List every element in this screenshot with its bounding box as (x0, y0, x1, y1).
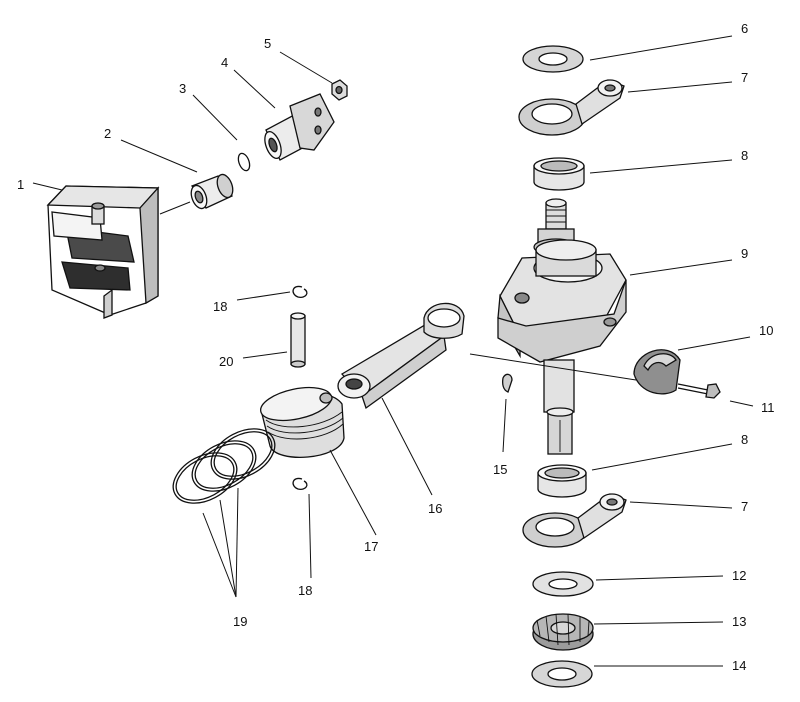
part-sleeve-bearing-lower (537, 464, 587, 498)
callout-14: 14 (732, 658, 746, 673)
callout-3: 3 (179, 81, 186, 96)
part-rod-cap (633, 349, 681, 395)
callout-4: 4 (221, 55, 228, 70)
part-crankcase-block (46, 185, 160, 319)
callout-15: 15 (493, 462, 507, 477)
callout-20: 20 (219, 354, 233, 369)
part-washer-14 (531, 660, 593, 688)
callout-11: 11 (761, 400, 775, 415)
callout-1: 1 (17, 177, 24, 192)
callout-13: 13 (732, 614, 746, 629)
part-washer-top (522, 45, 584, 73)
part-bearing-cap-lower (522, 493, 627, 548)
callout-18-lower: 18 (298, 583, 312, 598)
callout-19: 19 (233, 614, 247, 629)
callout-5: 5 (264, 36, 271, 51)
part-bushing (190, 173, 234, 210)
part-retaining-ring-lower (292, 477, 308, 490)
callout-8-upper: 8 (741, 148, 748, 163)
callout-7-upper: 7 (741, 70, 748, 85)
part-sleeve-bearing-upper (533, 157, 585, 191)
callout-18-upper: 18 (213, 299, 227, 314)
callout-10: 10 (759, 323, 773, 338)
part-nut (331, 79, 348, 101)
callout-16: 16 (428, 501, 442, 516)
part-key (502, 373, 513, 393)
part-gear (532, 613, 594, 651)
part-sleeve-housing (264, 93, 335, 161)
leader-lines (32, 35, 754, 667)
callout-labels: 1 2 3 4 5 6 7 8 9 10 11 8 7 12 13 14 15 … (17, 21, 775, 673)
part-crankshaft (497, 198, 627, 455)
callout-6: 6 (741, 21, 748, 36)
callout-8-lower: 8 (741, 432, 748, 447)
part-piston-pin (290, 312, 306, 368)
callout-2: 2 (104, 126, 111, 141)
part-piston (259, 386, 345, 458)
callout-17: 17 (364, 539, 378, 554)
callout-9: 9 (741, 246, 748, 261)
part-bearing-cap-upper (518, 79, 625, 136)
callout-7-lower: 7 (741, 499, 748, 514)
callout-12: 12 (732, 568, 746, 583)
part-o-ring (237, 152, 251, 172)
part-retaining-ring-upper (292, 285, 308, 298)
part-piston-rings (172, 428, 276, 504)
part-bolt (677, 383, 721, 399)
part-connecting-rod (337, 302, 465, 410)
part-washer-12 (532, 571, 594, 597)
